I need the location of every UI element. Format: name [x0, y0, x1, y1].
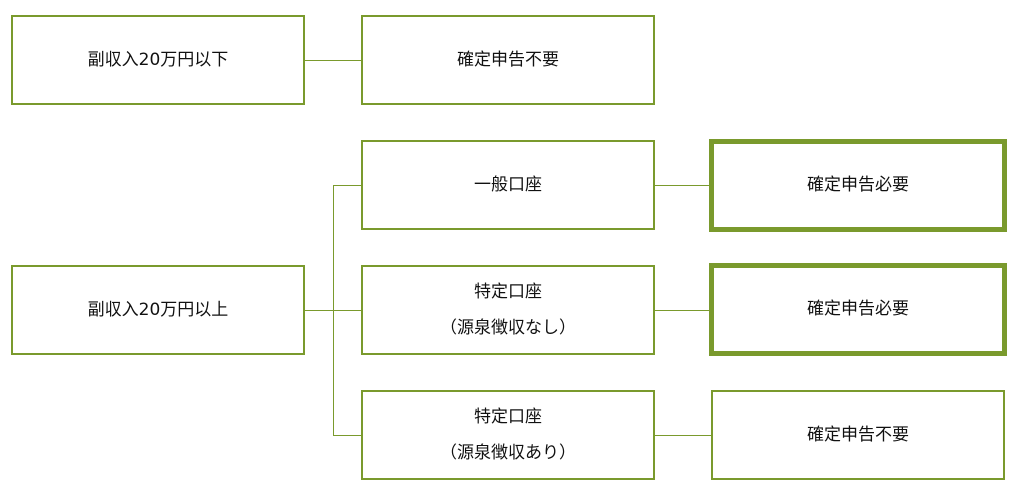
result-label: 確定申告必要: [807, 299, 909, 320]
connector-line: [655, 310, 711, 311]
condition-label: 副収入20万円以上: [87, 299, 229, 320]
connector-line: [655, 435, 711, 436]
result-box-required: 確定申告必要: [709, 263, 1007, 356]
result-box-not-required: 確定申告不要: [711, 390, 1005, 480]
account-label: 特定口座: [474, 406, 542, 427]
condition-label: 副収入20万円以下: [87, 49, 229, 70]
result-box-required: 確定申告必要: [709, 139, 1007, 232]
account-label: 一般口座: [474, 174, 542, 195]
result-box-not-required: 確定申告不要: [361, 15, 655, 105]
connector-line: [333, 185, 362, 186]
result-label: 確定申告不要: [457, 49, 559, 70]
condition-box-over-20man: 副収入20万円以上: [11, 265, 305, 355]
result-label: 確定申告不要: [807, 424, 909, 445]
account-note: （源泉徴収あり）: [440, 443, 576, 463]
result-label: 確定申告必要: [807, 175, 909, 196]
account-box-specific-no-withholding: 特定口座 （源泉徴収なし）: [361, 265, 655, 355]
condition-box-under-20man: 副収入20万円以下: [11, 15, 305, 105]
connector-trunk: [333, 185, 334, 436]
account-note: （源泉徴収なし）: [440, 318, 576, 338]
connector-line: [305, 60, 361, 61]
connector-line: [655, 185, 711, 186]
account-box-general: 一般口座: [361, 140, 655, 230]
connector-line: [333, 435, 362, 436]
account-box-specific-with-withholding: 特定口座 （源泉徴収あり）: [361, 390, 655, 480]
account-label: 特定口座: [474, 281, 542, 302]
